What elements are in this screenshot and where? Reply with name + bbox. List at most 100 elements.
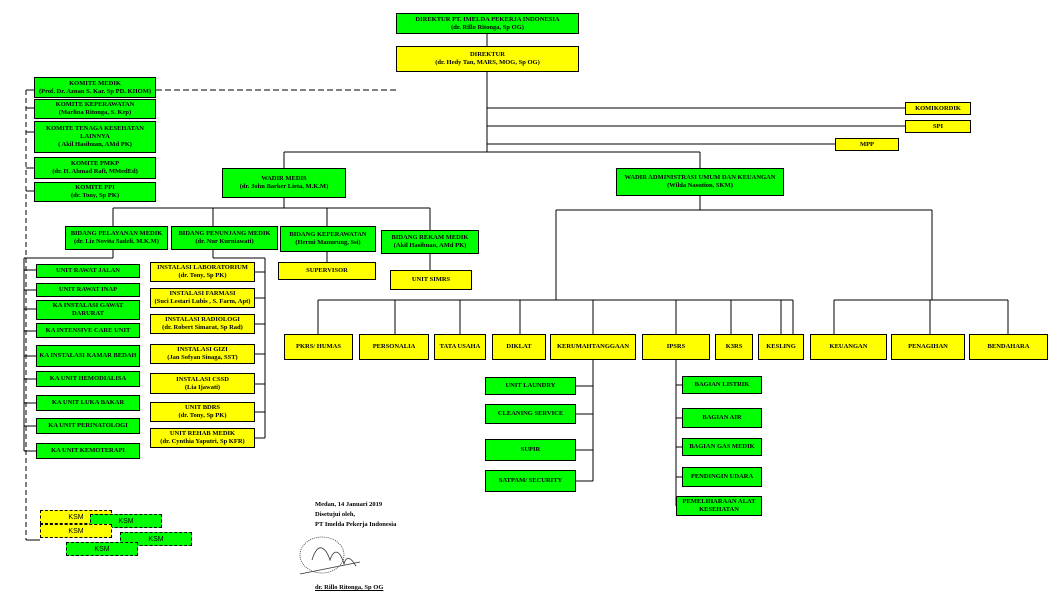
ksm-box-5: KSM bbox=[66, 542, 138, 556]
box-bagian-air: BAGIAN AIR bbox=[682, 408, 762, 428]
box-text: BIDANG REKAM MEDIK bbox=[391, 234, 469, 242]
box-supervisor: SUPERVISOR bbox=[278, 262, 376, 280]
box-text: PKRS/ HUMAS bbox=[296, 343, 341, 351]
ksm-box-4: KSM bbox=[120, 532, 192, 546]
signature-block: Medan, 14 Januari 2019 Disetujui oleh, P… bbox=[315, 500, 396, 529]
box-kerumahtanggaan: KERUMAHTANGGAAN bbox=[550, 334, 636, 360]
box-text: PENDINGIN UDARA bbox=[690, 473, 754, 481]
box-text: BAGIAN GAS MEDIK bbox=[689, 443, 755, 451]
box-satpam-security: SATPAM/ SECURITY bbox=[485, 470, 576, 492]
box-text: (Wilda Nasution, SKM) bbox=[667, 182, 733, 189]
box-text: TATA USAHA bbox=[439, 343, 481, 351]
box-inst-radiologi: INSTALASI RADIOLOGI(dr. Robert Simarat, … bbox=[150, 314, 255, 334]
box-inst-laboratorium: INSTALASI LABORATORIUM(dr. Tony, Sp PK) bbox=[150, 262, 255, 282]
box-text: (Hermi Manurung, Ssi) bbox=[295, 239, 361, 246]
box-kesling: KESLING bbox=[758, 334, 804, 360]
box-text: BAGIAN AIR bbox=[702, 414, 742, 422]
box-text: (dr. Hedy Tan, MARS, MOG, Sp OG) bbox=[435, 59, 540, 66]
box-text: KA INSTALASI KAMAR BEDAH bbox=[39, 352, 137, 360]
box-text: (dr. Rillo Ritonga, Sp OG) bbox=[451, 23, 524, 31]
box-text: (dr. Tony, Sp PK) bbox=[71, 192, 119, 199]
box-ka-icu: KA INTENSIVE CARE UNIT bbox=[36, 323, 140, 338]
box-komite-keperawatan: KOMITE KEPERAWATAN(Marlina Ritonga, S. K… bbox=[34, 99, 156, 119]
box-text: BENDAHARA bbox=[987, 343, 1030, 351]
box-ipsrs: IPSRS bbox=[642, 334, 710, 360]
box-ka-perinatologi: KA UNIT PERINATOLOGI bbox=[36, 418, 140, 434]
box-text: KA INSTALASI GAWAT DARURAT bbox=[52, 302, 124, 317]
box-text: CLEANING SERVICE bbox=[497, 410, 564, 418]
box-keuangan: KEUANGAN bbox=[810, 334, 887, 360]
box-text: KOMITE PMKP bbox=[70, 160, 120, 168]
box-komite-ppi: KOMITE PPI(dr. Tony, Sp PK) bbox=[34, 182, 156, 202]
box-wadir-admin: WADIR ADMINISTRASI UMUM DAN KEUANGAN(Wil… bbox=[616, 168, 784, 196]
box-spi: SPI bbox=[905, 120, 971, 133]
box-text: KA UNIT PERINATOLOGI bbox=[48, 422, 128, 430]
box-text: UNIT REHAB MEDIK bbox=[169, 430, 236, 438]
box-text: (dr. Cynthia Yaputri, Sp KFR) bbox=[160, 438, 245, 445]
box-unit-simrs: UNIT SIMRS bbox=[390, 270, 472, 290]
box-ka-kamar-bedah: KA INSTALASI KAMAR BEDAH bbox=[36, 345, 140, 367]
box-text: SATPAM/ SECURITY bbox=[498, 477, 563, 485]
box-text: K3RS bbox=[725, 343, 743, 351]
box-text: KOMITE MEDIK bbox=[69, 79, 121, 87]
box-bidang-keperawatan: BIDANG KEPERAWATAN(Hermi Manurung, Ssi) bbox=[280, 226, 376, 252]
box-text: DIREKTUR bbox=[469, 51, 506, 59]
box-bagian-listrik: BAGIAN LISTRIK bbox=[682, 376, 762, 394]
box-unit-rawat-jalan: UNIT RAWAT JALAN bbox=[36, 264, 140, 278]
box-text: (dr. Robert Simarat, Sp Rad) bbox=[162, 324, 243, 331]
box-bendahara: BENDAHARA bbox=[969, 334, 1048, 360]
box-text: KA UNIT KEMOTERAPI bbox=[51, 447, 125, 455]
box-tata-usaha: TATA USAHA bbox=[434, 334, 486, 360]
ksm-label: KSM bbox=[94, 545, 110, 553]
box-komite-pmkp: KOMITE PMKP(dr. H. Ahmad Rafi, MMedEd) bbox=[34, 157, 156, 179]
box-inst-cssd: INSTALASI CSSD(Lia Ijawati) bbox=[150, 373, 255, 394]
box-text: (dr. Liz Novita Sadeli, M.K.M) bbox=[74, 238, 159, 245]
signature-signer: dr. Rillo Ritonga, Sp OG bbox=[315, 584, 384, 591]
box-direktur: DIREKTUR(dr. Hedy Tan, MARS, MOG, Sp OG) bbox=[396, 46, 579, 72]
box-pemeliharaan-alat: PEMELIHARAAN ALAT KESEHATAN bbox=[676, 496, 762, 516]
box-text: BIDANG PENUNJANG MEDIK bbox=[178, 230, 271, 238]
ksm-label: KSM bbox=[148, 535, 164, 543]
box-text: (dr. Tony, Sp PK) bbox=[178, 272, 227, 279]
box-bagian-gas-medik: BAGIAN GAS MEDIK bbox=[682, 438, 762, 456]
box-pkrs-humas: PKRS/ HUMAS bbox=[284, 334, 353, 360]
box-mpp: MPP bbox=[835, 138, 899, 151]
box-pendingin-udara: PENDINGIN UDARA bbox=[682, 467, 762, 487]
box-text: KERUMAHTANGGAAN bbox=[556, 343, 630, 351]
box-inst-gizi: INSTALASI GIZI(Jan Sofyan Sinaga, SST) bbox=[150, 344, 255, 364]
box-text: SUPERVISOR bbox=[306, 267, 348, 275]
box-text: INSTALASI LABORATORIUM bbox=[157, 264, 248, 272]
box-bidang-pelayanan: BIDANG PELAYANAN MEDIK(dr. Liz Novita Sa… bbox=[65, 226, 168, 250]
box-diklat: DIKLAT bbox=[492, 334, 546, 360]
box-text: (dr. Nur Kurniawati) bbox=[195, 238, 254, 245]
box-text: KA INTENSIVE CARE UNIT bbox=[45, 326, 131, 334]
box-text: (dr. Tony, Sp PK) bbox=[178, 412, 227, 419]
box-text: INSTALASI CSSD bbox=[176, 375, 229, 383]
ksm-label: KSM bbox=[68, 527, 84, 535]
box-text: SPI bbox=[932, 122, 944, 130]
box-text: KOMITE PPI bbox=[75, 184, 115, 192]
box-text: KOMITE KEPERAWATAN bbox=[55, 101, 135, 109]
box-komite-medik: KOMITE MEDIK(Prof. Dr. Aznan S. Kar. Sp … bbox=[34, 77, 156, 98]
box-unit-laundry: UNIT LAUNDRY bbox=[485, 377, 576, 395]
ksm-label: KSM bbox=[118, 517, 134, 525]
ksm-label: KSM bbox=[68, 513, 84, 521]
box-text: UNIT LAUNDRY bbox=[505, 382, 556, 390]
box-k3rs: K3RS bbox=[715, 334, 753, 360]
box-text: BIDANG KEPERAWATAN bbox=[289, 231, 367, 239]
box-bidang-rekam-medik: BIDANG REKAM MEDIK(Akil Hasibuan, AMd PK… bbox=[381, 230, 479, 254]
box-text: WADIR ADMINISTRASI UMUM DAN KEUANGAN bbox=[624, 174, 776, 182]
box-text: BAGIAN LISTRIK bbox=[694, 381, 750, 389]
box-text: (Jan Sofyan Sinaga, SST) bbox=[167, 354, 238, 361]
box-ka-gawat-darurat: KA INSTALASI GAWAT DARURAT bbox=[36, 300, 140, 320]
box-ka-luka-bakar: KA UNIT LUKA BAKAR bbox=[36, 395, 140, 411]
box-supir: SUPIR bbox=[485, 439, 576, 461]
box-text: INSTALASI RADIOLOGI bbox=[165, 316, 240, 324]
box-text: (Marlina Ritonga, S. Kep) bbox=[58, 109, 132, 116]
box-text: WADIR MEDIS bbox=[261, 175, 307, 183]
box-text: SUPIR bbox=[520, 446, 541, 454]
box-text: UNIT SIMRS bbox=[411, 276, 451, 284]
box-unit-rehab-medik: UNIT REHAB MEDIK(dr. Cynthia Yaputri, Sp… bbox=[150, 428, 255, 448]
box-text: KEUANGAN bbox=[829, 343, 868, 351]
